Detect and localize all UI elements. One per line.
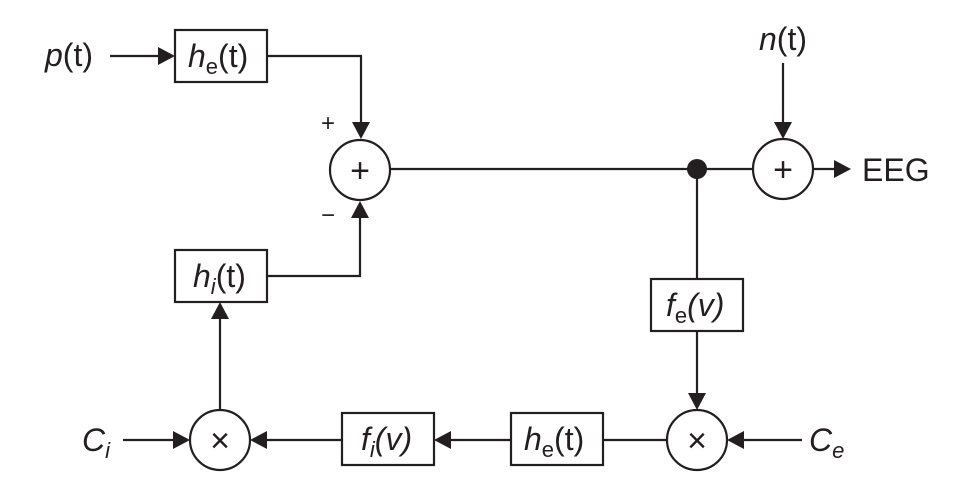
- input-ci-label: Ci: [82, 422, 111, 463]
- svg-text:×: ×: [687, 422, 707, 460]
- wire-he-to-sum1: [267, 54, 363, 122]
- arrowhead-down: [688, 393, 706, 410]
- arrowhead-left: [727, 431, 744, 449]
- arrowhead-up: [351, 201, 369, 218]
- wire-hi-to-sum1: [267, 218, 362, 278]
- block-hi: hi(t): [173, 248, 269, 304]
- input-ce-label: Ce: [809, 422, 844, 463]
- svg-text:he(t): he(t): [188, 38, 248, 79]
- sum-junction-1: +: [328, 138, 392, 202]
- arrowhead-down: [352, 122, 370, 139]
- input-n-label: n(t): [759, 21, 807, 57]
- multiplier-e: ×: [665, 408, 729, 472]
- input-p-label: p(t): [44, 37, 93, 73]
- svg-text:+: +: [773, 151, 793, 189]
- arrowhead-right: [173, 431, 190, 449]
- svg-text:hi(t): hi(t): [193, 258, 246, 299]
- block-fi: fi(v): [340, 411, 436, 467]
- arrowhead-right: [158, 47, 175, 65]
- arrowhead-right: [834, 160, 851, 178]
- svg-text:he(t): he(t): [524, 421, 584, 462]
- arrowhead-up: [211, 302, 229, 319]
- block-fe: fe(v): [649, 277, 745, 333]
- arrowhead-left: [434, 431, 451, 449]
- multiplier-i: ×: [188, 408, 252, 472]
- sum-junction-2: +: [751, 137, 815, 201]
- sign-minus: −: [321, 202, 335, 229]
- output-eeg-label: EEG: [862, 152, 930, 188]
- sign-plus: +: [321, 110, 335, 137]
- svg-text:fe(v): fe(v): [666, 287, 724, 328]
- arrowhead-left: [250, 431, 267, 449]
- svg-text:fi(v): fi(v): [361, 421, 412, 462]
- svg-text:+: +: [350, 152, 370, 190]
- arrowhead-down: [774, 122, 792, 139]
- svg-text:×: ×: [210, 422, 230, 460]
- block-he-top: he(t): [173, 28, 269, 84]
- block-he-bottom: he(t): [509, 411, 605, 467]
